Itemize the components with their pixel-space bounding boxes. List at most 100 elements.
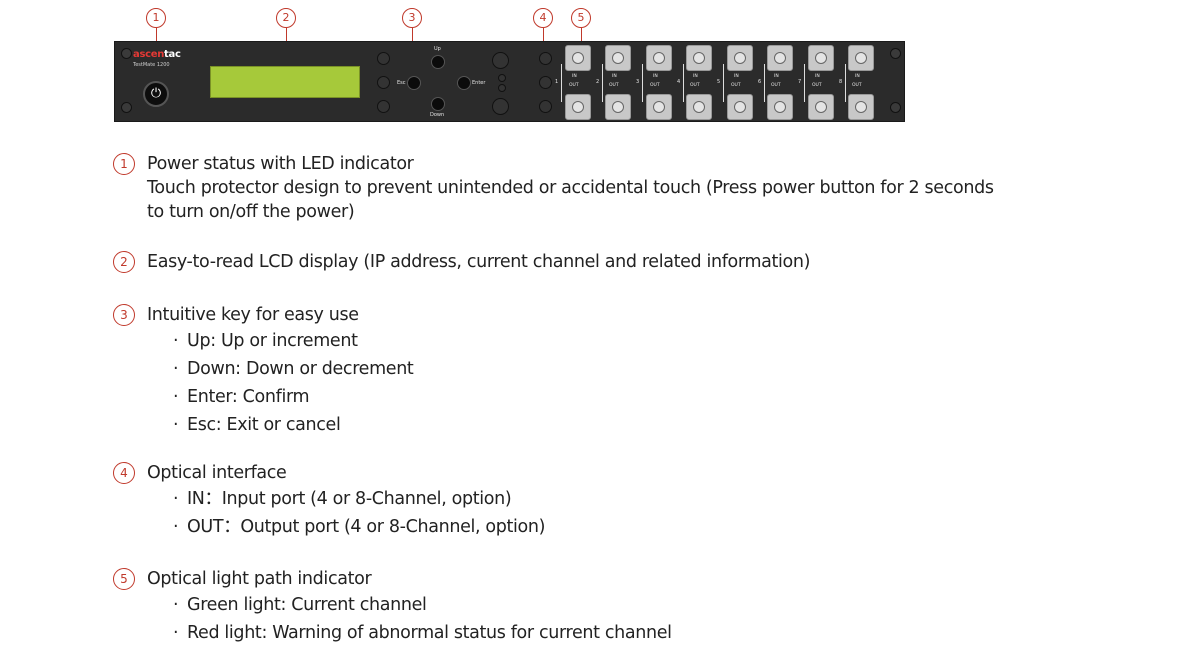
panel-ring-icon [492, 98, 509, 115]
callout-2-number: 2 [276, 8, 296, 28]
feature-title: Intuitive key for easy use [147, 305, 359, 325]
feature-bullet: ·IN：Input port (4 or 8-Channel, option) [173, 489, 512, 509]
feature-bullet: ·Red light: Warning of abnormal status f… [173, 623, 672, 643]
port-in-label: IN [855, 74, 860, 79]
port-in-label: IN [734, 74, 739, 79]
port-out-label: OUT [609, 83, 619, 88]
optical-in-port[interactable] [727, 45, 753, 71]
feature-title: Optical interface [147, 463, 287, 483]
panel-ring-icon [377, 76, 390, 89]
feature-bullet-text: Red light: Warning of abnormal status fo… [187, 623, 672, 643]
optical-in-port[interactable] [808, 45, 834, 71]
panel-ring-icon [539, 100, 552, 113]
feature-item-2: 2 Easy-to-read LCD display (IP address, … [113, 250, 1133, 274]
brand-logo-part2: tac [164, 49, 181, 60]
channel-bracket [683, 64, 684, 102]
panel-ring-icon [492, 52, 509, 69]
optical-in-port[interactable] [686, 45, 712, 71]
port-in-label: IN [653, 74, 658, 79]
optical-in-port[interactable] [565, 45, 591, 71]
callout-5-number: 5 [571, 8, 591, 28]
optical-in-port[interactable] [767, 45, 793, 71]
port-out-label: OUT [690, 83, 700, 88]
channel-number: 1 [555, 79, 559, 85]
power-button[interactable]: ⏻ [143, 81, 169, 107]
esc-key-label: Esc [397, 80, 406, 86]
down-key-label: Down [430, 112, 445, 118]
optical-out-port[interactable] [767, 94, 793, 120]
rack-screw-icon [121, 102, 132, 113]
feature-description-line: Touch protector design to prevent uninte… [147, 178, 994, 198]
feature-item-4: 4 Optical interface ·IN：Input port (4 or… [113, 461, 1133, 541]
rack-screw-icon [121, 48, 132, 59]
optical-out-port[interactable] [848, 94, 874, 120]
channel-bracket [804, 64, 805, 102]
feature-item-3: 3 Intuitive key for easy use ·Up: Up or … [113, 303, 1133, 439]
port-out-label: OUT [771, 83, 781, 88]
port-out-label: OUT [650, 83, 660, 88]
down-key[interactable] [431, 97, 445, 111]
optical-out-port[interactable] [727, 94, 753, 120]
model-name: TestMate 1200 [133, 62, 170, 68]
device-front-panel: ascentac TestMate 1200 ⏻ Up Esc Enter Do… [114, 41, 905, 122]
feature-number: 3 [113, 304, 135, 326]
channel-number: 6 [758, 79, 762, 85]
optical-out-port[interactable] [686, 94, 712, 120]
feature-description-line: to turn on/off the power) [147, 202, 355, 222]
channel-number: 3 [636, 79, 640, 85]
enter-key-label: Enter [472, 80, 486, 86]
optical-in-port[interactable] [605, 45, 631, 71]
feature-bullet: ·Down: Down or decrement [173, 359, 414, 379]
port-out-label: OUT [812, 83, 822, 88]
power-icon: ⏻ [150, 86, 162, 101]
channel-bracket [723, 64, 724, 102]
feature-bullet-text: OUT：Output port (4 or 8-Channel, option) [187, 517, 546, 537]
panel-ring-icon [539, 76, 552, 89]
optical-out-port[interactable] [646, 94, 672, 120]
optical-out-port[interactable] [605, 94, 631, 120]
panel-ring-icon [377, 100, 390, 113]
brand-logo-part1: ascen [133, 49, 165, 60]
optical-out-port[interactable] [565, 94, 591, 120]
port-out-label: OUT [731, 83, 741, 88]
feature-number: 1 [113, 153, 135, 175]
port-out-label: OUT [852, 83, 862, 88]
enter-key[interactable] [457, 76, 471, 90]
port-in-label: IN [612, 74, 617, 79]
feature-bullet: ·Up: Up or increment [173, 331, 358, 351]
feature-item-1: 1 Power status with LED indicator Touch … [113, 152, 1133, 224]
esc-key[interactable] [407, 76, 421, 90]
channel-number: 4 [677, 79, 681, 85]
channel-bracket [602, 64, 603, 102]
callout-3-number: 3 [402, 8, 422, 28]
optical-port-area: 1 IN OUT 2 IN OUT 3 IN OUT 4 IN OUT 5 IN… [555, 42, 906, 123]
channel-bracket [845, 64, 846, 102]
rack-screw-icon [890, 102, 901, 113]
feature-bullet-text: Enter: Confirm [187, 387, 310, 407]
optical-out-port[interactable] [808, 94, 834, 120]
panel-ring-icon [377, 52, 390, 65]
optical-in-port[interactable] [848, 45, 874, 71]
callout-1-number: 1 [146, 8, 166, 28]
feature-number: 5 [113, 568, 135, 590]
up-key[interactable] [431, 55, 445, 69]
feature-bullet-text: IN：Input port (4 or 8-Channel, option) [187, 489, 512, 509]
lcd-display [210, 66, 360, 98]
feature-title: Easy-to-read LCD display (IP address, cu… [147, 252, 811, 272]
panel-ring-icon [498, 74, 506, 82]
channel-bracket [561, 64, 562, 102]
port-out-label: OUT [569, 83, 579, 88]
callout-4-number: 4 [533, 8, 553, 28]
feature-bullet-text: Up: Up or increment [187, 331, 358, 351]
channel-number: 5 [717, 79, 721, 85]
brand-logo: ascentac [133, 49, 181, 60]
channel-number: 7 [798, 79, 802, 85]
feature-number: 2 [113, 251, 135, 273]
panel-ring-icon [539, 52, 552, 65]
feature-title: Optical light path indicator [147, 569, 372, 589]
feature-bullet-text: Green light: Current channel [187, 595, 427, 615]
feature-title: Power status with LED indicator [147, 154, 414, 174]
rack-screw-icon [890, 48, 901, 59]
feature-bullet-text: Esc: Exit or cancel [187, 415, 341, 435]
optical-in-port[interactable] [646, 45, 672, 71]
